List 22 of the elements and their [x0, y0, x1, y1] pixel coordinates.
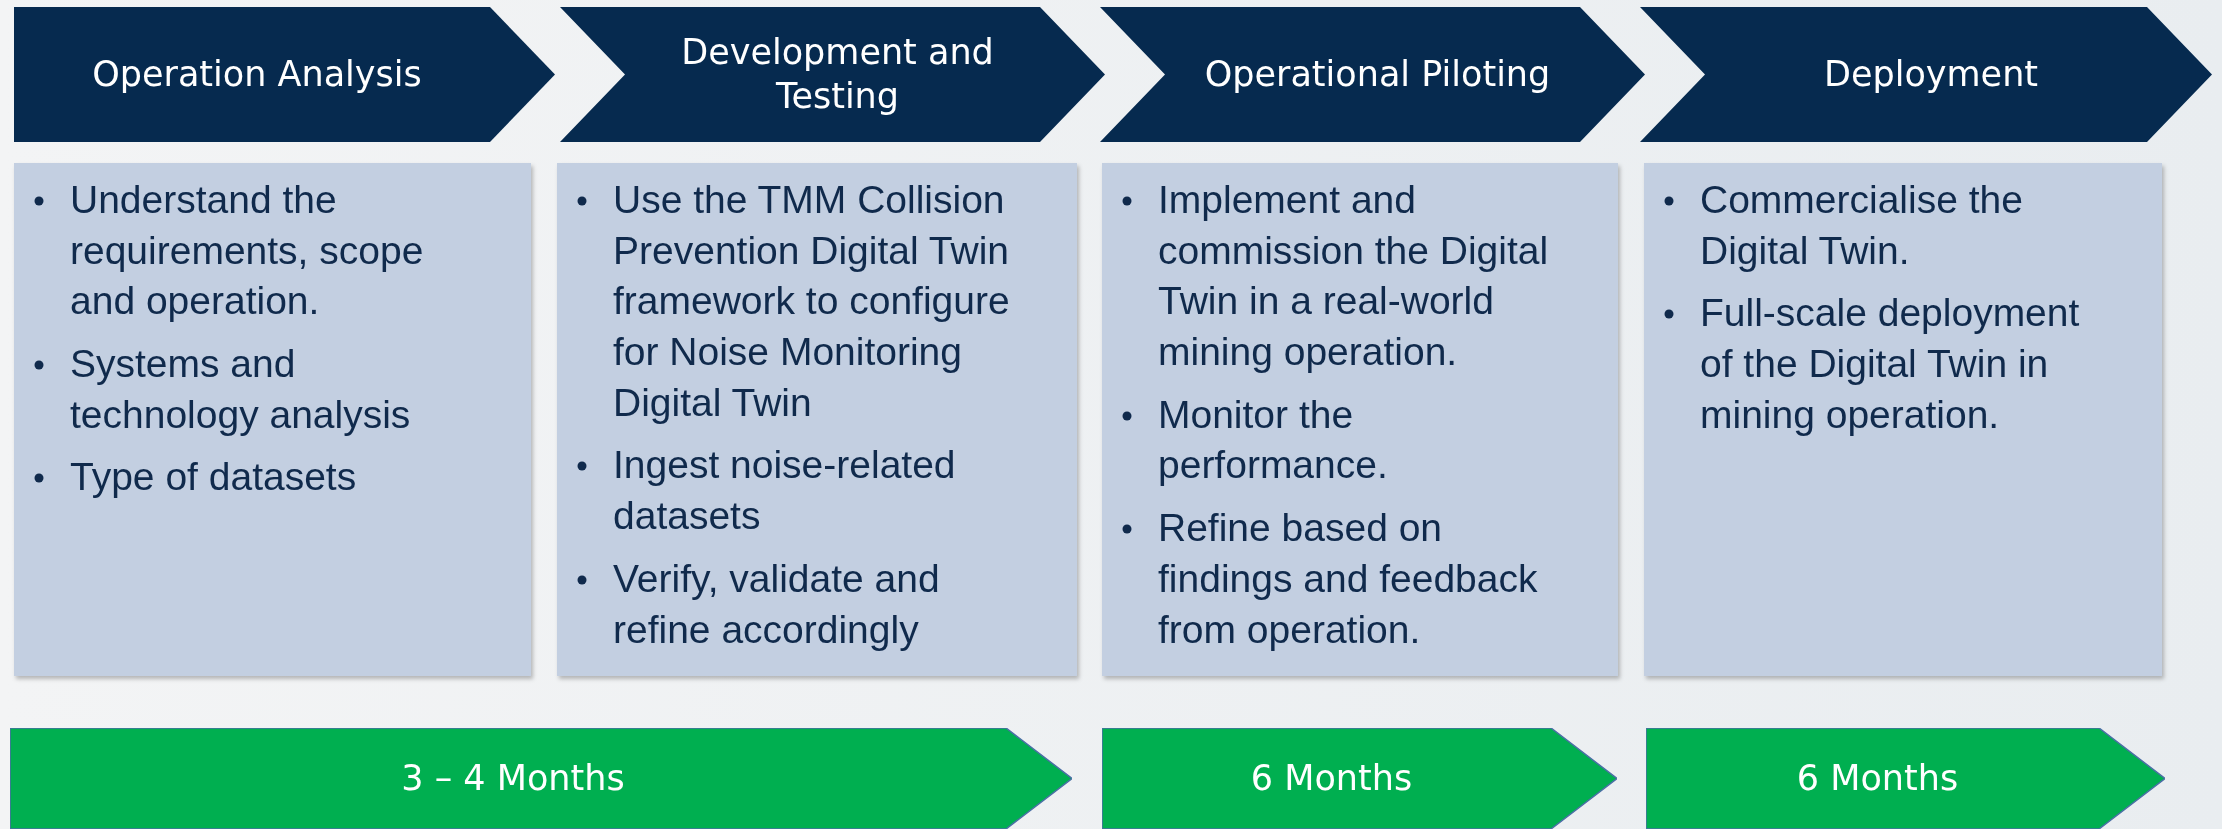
task-list-card: [1644, 163, 2162, 676]
duration-label: 6 Months: [1796, 756, 1959, 800]
bullet-text: Systems and technology analysis: [70, 342, 411, 436]
task-list-card: [557, 163, 1077, 676]
phase-title: Operational Piloting: [1204, 52, 1551, 96]
bullet-text: Refine based on findings and feedback from operation.: [1158, 506, 1538, 651]
bullet-text: Understand the requirements, scope and operation.: [70, 178, 424, 323]
task-list-card: [1102, 163, 1618, 676]
bullet-text: Type of datasets: [70, 455, 357, 499]
bullet-text: Ingest noise-related datasets: [613, 443, 956, 538]
phase-title: Development and Testing: [680, 30, 995, 118]
duration-label: 6 Months: [1250, 756, 1413, 800]
bullet-text: Monitor the performance.: [1158, 392, 1388, 487]
bullet-text: Use the TMM Collision Prevention Digital Twin framework to configure for Noise Monitoring Digital Twin: [613, 178, 1010, 424]
phase-title: Operation Analysis: [92, 52, 422, 96]
bullet-text: Commercialise the Digital Twin.: [1700, 178, 2023, 272]
bullet-text: Full-scale deployment of the Digital Twin in mining operation.: [1700, 291, 2080, 436]
bullet-text: Implement and commission the Digital Twin in a real-world mining operation.: [1158, 178, 1549, 374]
phase-title: Deployment: [1823, 52, 2039, 96]
duration-label: 3 – 4 Months: [401, 756, 625, 800]
task-list-card: [14, 163, 531, 676]
bullet-text: Verify, validate and refine accordingly: [613, 556, 940, 651]
